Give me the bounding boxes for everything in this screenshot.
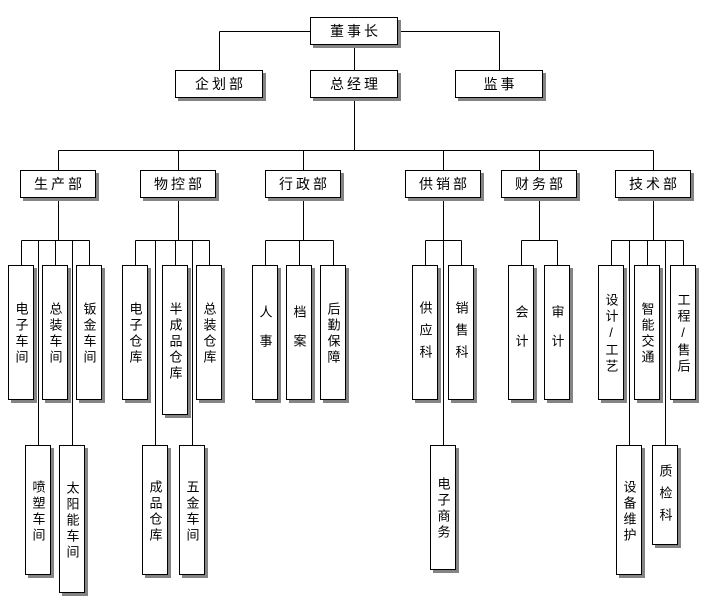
node-sheet-metal-workshop: 钣金车间 xyxy=(76,265,102,400)
node-assembly-workshop: 总装车间 xyxy=(42,265,68,400)
node-dept-admin: 行政部 xyxy=(265,170,341,198)
node-chairman: 董事长 xyxy=(310,17,398,45)
node-general-manager: 总经理 xyxy=(310,70,398,98)
node-design-process: 设计/工艺 xyxy=(598,265,624,400)
node-hardware-workshop: 五金车间 xyxy=(179,445,205,575)
node-planning-dept: 企划部 xyxy=(175,70,263,98)
node-semi-finished-warehouse: 半成品仓库 xyxy=(162,265,188,415)
node-auditing: 审计 xyxy=(544,265,570,400)
node-engineering-aftersales: 工程/售后 xyxy=(670,265,696,400)
node-dept-production: 生产部 xyxy=(20,170,96,198)
node-dept-finance: 财务部 xyxy=(501,170,577,198)
node-dept-material-control: 物控部 xyxy=(140,170,216,198)
node-dept-technology: 技术部 xyxy=(615,170,691,198)
node-accounting: 会计 xyxy=(508,265,534,400)
node-archives: 档案 xyxy=(286,265,312,400)
node-dept-supply-sales: 供销部 xyxy=(405,170,481,198)
node-supervisor: 监事 xyxy=(455,70,543,98)
node-hr: 人事 xyxy=(252,265,278,400)
node-intelligent-transport: 智能交通 xyxy=(634,265,660,400)
node-quality-inspection: 质检科 xyxy=(652,445,678,545)
node-electronics-workshop: 电子车间 xyxy=(8,265,34,400)
node-supply-section: 供应科 xyxy=(412,265,438,400)
node-spray-workshop: 喷塑车间 xyxy=(25,445,51,575)
node-logistics-support: 后勤保障 xyxy=(320,265,346,400)
node-electronics-warehouse: 电子仓库 xyxy=(122,265,148,400)
node-finished-warehouse: 成品仓库 xyxy=(142,445,168,575)
node-sales-section: 销售科 xyxy=(448,265,474,400)
node-solar-workshop: 太阳能车间 xyxy=(59,445,85,593)
node-equipment-maintenance: 设备维护 xyxy=(616,445,642,575)
node-ecommerce: 电子商务 xyxy=(430,445,456,570)
node-assembly-warehouse: 总装仓库 xyxy=(196,265,222,400)
